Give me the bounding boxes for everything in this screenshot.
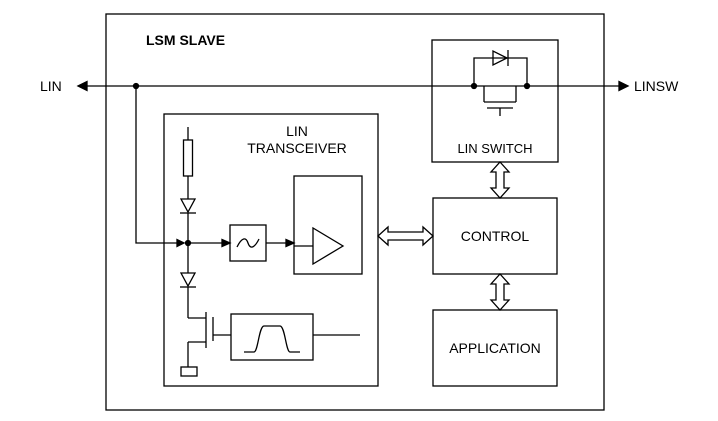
- application-block: [432, 309, 558, 387]
- lin-transceiver-block: [163, 113, 379, 387]
- ground-pad: [180, 366, 198, 377]
- linsw-pin-label: LINSW: [634, 78, 679, 94]
- switch-dot-right: [523, 82, 531, 90]
- slew-pulse-symbol: [244, 325, 300, 353]
- diode-lower: [179, 272, 197, 288]
- diode-upper: [179, 198, 197, 214]
- switch-diode: [492, 49, 509, 67]
- filter-symbol: [236, 238, 260, 248]
- transceiver-label-line1: LIN: [286, 123, 308, 139]
- comparator-symbol: [312, 226, 345, 266]
- control-label: CONTROL: [461, 228, 530, 244]
- tap-arrow: [176, 238, 186, 248]
- switch-bypass-path: [473, 57, 528, 86]
- lsm-slave-title: LSM SLAVE: [146, 32, 225, 48]
- lin-switch-block: [431, 39, 559, 163]
- lsm-slave-frame: [105, 13, 605, 411]
- bus-arrow-transceiver-control: [377, 225, 434, 247]
- slew-shaper-block: [230, 313, 314, 361]
- bus-arrow-control-application: [489, 273, 511, 311]
- lin-pin-label: LIN: [40, 78, 62, 94]
- filter-input-arrow: [221, 238, 232, 248]
- pullup-resistor: [182, 139, 194, 177]
- transceiver-label-line2: TRANSCEIVER: [247, 140, 347, 156]
- bus-tap-line: [135, 86, 178, 244]
- lin-switch-label: LIN SWITCH: [457, 141, 532, 156]
- comparator-input-arrow: [285, 238, 296, 248]
- lin-arrow-left: [76, 80, 88, 92]
- comparator-block: [293, 175, 363, 275]
- linsw-arrow-right: [618, 80, 630, 92]
- application-label: APPLICATION: [449, 340, 541, 356]
- switch-dot-left: [470, 82, 478, 90]
- bus-arrow-switch-control: [489, 161, 511, 199]
